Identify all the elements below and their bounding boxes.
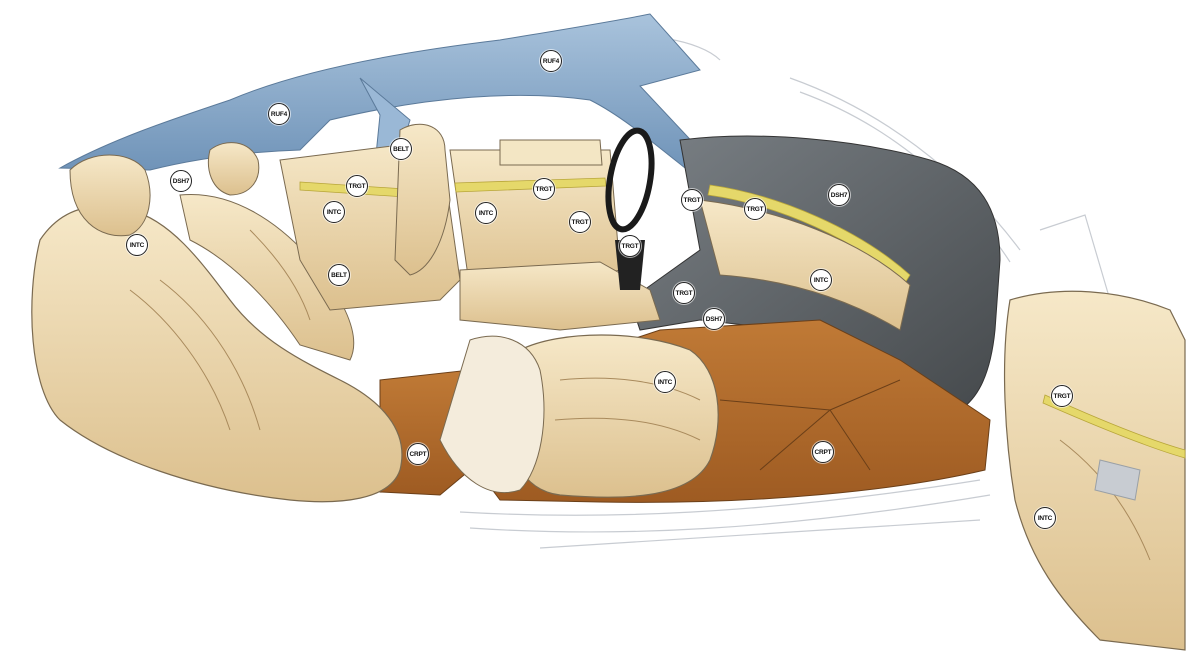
callout-belt-rear[interactable]: BELT bbox=[328, 264, 350, 286]
callout-intc-front-door[interactable]: INTC bbox=[475, 202, 497, 224]
callout-intc-rear-door[interactable]: INTC bbox=[323, 201, 345, 223]
callout-trgt-door-handle[interactable]: TRGT bbox=[569, 211, 591, 233]
callout-code: BELT bbox=[393, 146, 409, 153]
callout-ruf4-headliner-rear[interactable]: RUF4 bbox=[268, 103, 290, 125]
callout-trgt-front-door[interactable]: TRGT bbox=[533, 178, 555, 200]
callout-code: TRGT bbox=[1054, 393, 1071, 400]
callout-trgt-rear-door[interactable]: TRGT bbox=[346, 175, 368, 197]
callout-dsh7-lower-console[interactable]: DSH7 bbox=[703, 308, 725, 330]
callout-code: INTC bbox=[130, 242, 144, 249]
callout-intc-dash-lower[interactable]: INTC bbox=[810, 269, 832, 291]
callout-code: INTC bbox=[1038, 515, 1052, 522]
callout-code: RUF4 bbox=[543, 58, 559, 65]
callout-dsh7-rear-shelf[interactable]: DSH7 bbox=[170, 170, 192, 192]
callout-crpt-front-floor[interactable]: CRPT bbox=[812, 441, 834, 463]
callout-code: INTC bbox=[658, 379, 672, 386]
callout-trgt-shifter[interactable]: TRGT bbox=[619, 235, 641, 257]
callout-trgt-open-door[interactable]: TRGT bbox=[1051, 385, 1073, 407]
callout-code: INTC bbox=[814, 277, 828, 284]
callout-code: TRGT bbox=[349, 183, 366, 190]
callout-code: TRGT bbox=[747, 206, 764, 213]
callout-code: DSH7 bbox=[831, 192, 848, 199]
callout-intc-open-door[interactable]: INTC bbox=[1034, 507, 1056, 529]
callout-code: TRGT bbox=[622, 243, 639, 250]
callout-crpt-rear-floor[interactable]: CRPT bbox=[407, 443, 429, 465]
callout-code: BELT bbox=[331, 272, 347, 279]
callout-code: TRGT bbox=[684, 197, 701, 204]
callout-trgt-console-lower[interactable]: TRGT bbox=[673, 282, 695, 304]
callout-code: INTC bbox=[479, 210, 493, 217]
callout-trgt-center-stack[interactable]: TRGT bbox=[681, 189, 703, 211]
callout-code: TRGT bbox=[572, 219, 589, 226]
callout-belt-bpillar[interactable]: BELT bbox=[390, 138, 412, 160]
callout-trgt-dash-strip[interactable]: TRGT bbox=[744, 198, 766, 220]
callout-intc-rear-seat[interactable]: INTC bbox=[126, 234, 148, 256]
callout-dsh7-dashboard[interactable]: DSH7 bbox=[828, 184, 850, 206]
callout-code: INTC bbox=[327, 209, 341, 216]
callout-code: CRPT bbox=[815, 449, 832, 456]
callout-code: RUF4 bbox=[271, 111, 287, 118]
callout-ruf4-headliner-front[interactable]: RUF4 bbox=[540, 50, 562, 72]
callout-code: DSH7 bbox=[173, 178, 190, 185]
callout-code: CRPT bbox=[410, 451, 427, 458]
callout-code: TRGT bbox=[536, 186, 553, 193]
steering-wheel bbox=[602, 127, 659, 232]
callout-code: DSH7 bbox=[706, 316, 723, 323]
callout-intc-front-seat[interactable]: INTC bbox=[654, 371, 676, 393]
callout-code: TRGT bbox=[676, 290, 693, 297]
